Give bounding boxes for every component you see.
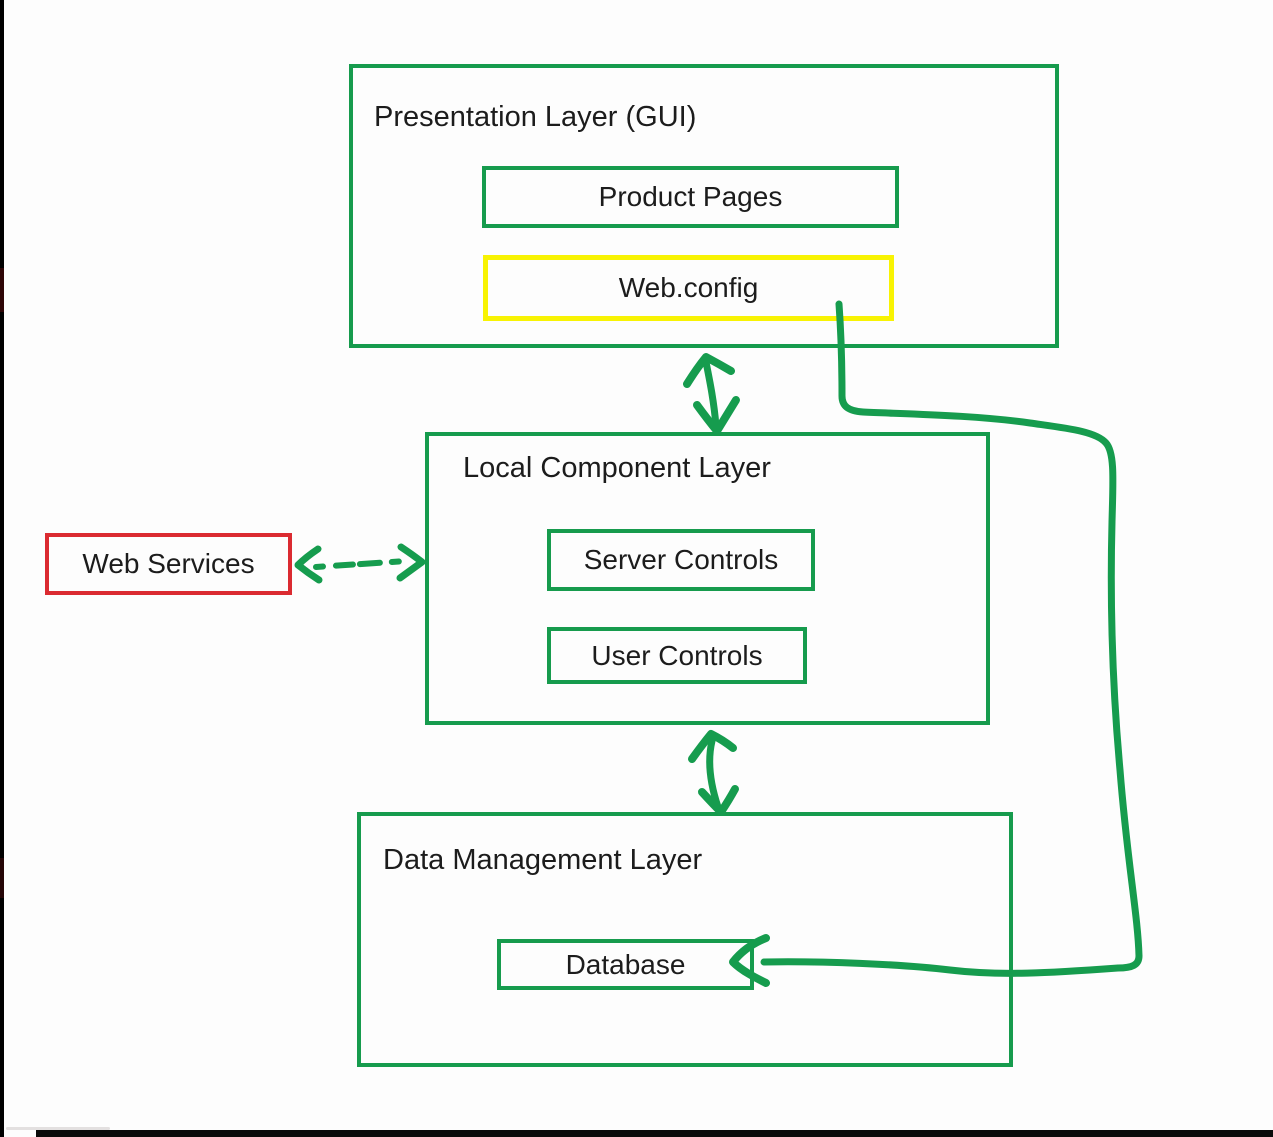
- web-config-label: Web.config: [618, 272, 759, 303]
- web-config-box: Web.config: [483, 255, 894, 321]
- database-box: Database: [497, 939, 754, 990]
- database-label: Database: [565, 948, 686, 980]
- data-management-layer-title: Data Management Layer: [383, 844, 703, 876]
- arrow-web-services-dashed: [294, 543, 426, 584]
- local-component-layer-title: Local Component Layer: [463, 452, 771, 484]
- arrow-local-data: [688, 730, 739, 816]
- data-management-layer-box: Data Management Layer Database: [357, 812, 1013, 1067]
- arrow-presentation-local: [683, 353, 740, 435]
- product-pages-box: Product Pages: [482, 166, 899, 228]
- bottom-left-scrub-mark: [6, 1127, 110, 1130]
- user-controls-label: User Controls: [591, 639, 763, 671]
- product-pages-label: Product Pages: [598, 181, 783, 212]
- web-services-label: Web Services: [82, 548, 255, 579]
- user-controls-box: User Controls: [547, 627, 807, 684]
- local-component-layer-box: Local Component Layer Server Controls Us…: [425, 432, 990, 725]
- bottom-edge-bar: [36, 1130, 1273, 1137]
- left-edge-tint-bottom: [0, 858, 4, 898]
- left-edge-tint-top: [0, 268, 4, 312]
- web-services-box: Web Services: [45, 533, 292, 595]
- presentation-layer-box: Presentation Layer (GUI) Product Pages W…: [349, 64, 1059, 348]
- presentation-layer-title: Presentation Layer (GUI): [374, 101, 697, 133]
- server-controls-box: Server Controls: [547, 529, 815, 591]
- left-edge-bar: [0, 0, 4, 1137]
- server-controls-label: Server Controls: [583, 544, 779, 575]
